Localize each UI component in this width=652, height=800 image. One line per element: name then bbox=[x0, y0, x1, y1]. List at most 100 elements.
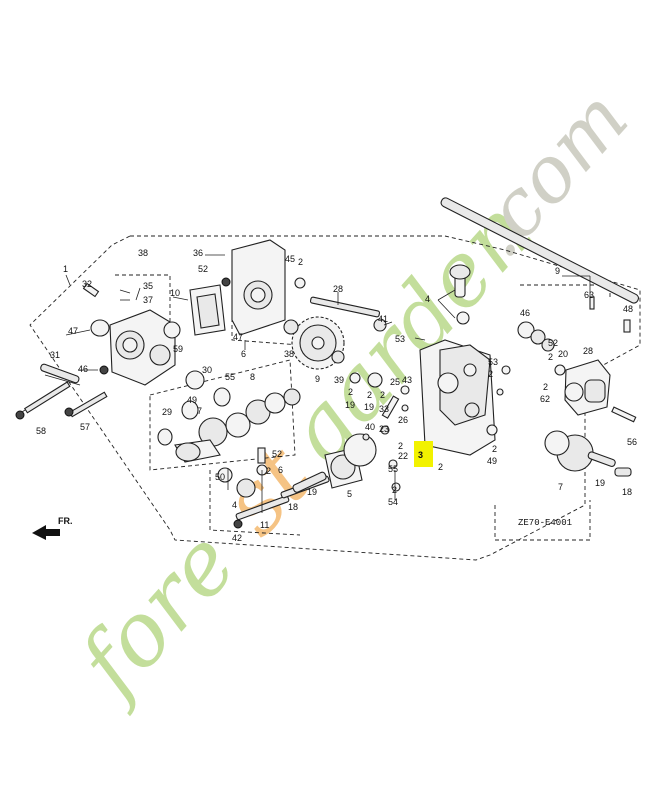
part-label: 46 bbox=[520, 308, 530, 318]
part-label: 2 bbox=[348, 387, 353, 397]
frame-outline-top bbox=[130, 235, 641, 447]
part-label: 9 bbox=[555, 266, 560, 276]
part-label: 54 bbox=[388, 497, 398, 507]
bolts-left bbox=[15, 282, 108, 420]
part-label: 26 bbox=[398, 415, 408, 425]
part-label: 49 bbox=[487, 456, 497, 466]
part-label: 22 bbox=[398, 451, 408, 461]
part-label: 33 bbox=[379, 404, 389, 414]
highlight-part-3 bbox=[414, 441, 433, 467]
part-label: 7 bbox=[197, 406, 202, 416]
part-label: 47 bbox=[233, 332, 243, 342]
part-label: 2 bbox=[367, 390, 372, 400]
watermark-part-fore: fore bbox=[55, 512, 256, 719]
bearing-stack bbox=[157, 370, 301, 463]
part-label: 38 bbox=[284, 349, 294, 359]
part-label: 6 bbox=[241, 349, 246, 359]
part-label: 31 bbox=[50, 350, 60, 360]
part-label: 20 bbox=[558, 349, 568, 359]
large-gear-9 bbox=[283, 277, 387, 370]
group-frame-7 bbox=[520, 284, 611, 300]
part-label: 23 bbox=[379, 424, 389, 434]
part-label-highlighted: 3 bbox=[418, 450, 423, 460]
part-label: 2 bbox=[398, 441, 403, 451]
part-label: 48 bbox=[623, 304, 633, 314]
part-label: 36 bbox=[193, 248, 203, 258]
part-label: 2 bbox=[392, 485, 397, 495]
long-shaft-7 bbox=[440, 197, 639, 304]
part-label: 35 bbox=[143, 281, 153, 291]
part-label: 53 bbox=[395, 334, 405, 344]
group-frame-13-14 bbox=[149, 359, 296, 471]
part-label: 55 bbox=[388, 464, 398, 474]
part-label: 2 bbox=[488, 369, 493, 379]
part-label: 6 bbox=[278, 465, 283, 475]
part-label: 28 bbox=[583, 346, 593, 356]
right-housing bbox=[400, 264, 511, 456]
part-label: 63 bbox=[584, 290, 594, 300]
part-label: 19 bbox=[345, 400, 355, 410]
cover-plates bbox=[189, 239, 286, 336]
part-label: 2 bbox=[266, 466, 271, 476]
part-label: 29 bbox=[162, 407, 172, 417]
part-label: 25 bbox=[390, 377, 400, 387]
pump-parts bbox=[292, 372, 401, 493]
group-frame-17 bbox=[209, 470, 301, 536]
part-label: 7 bbox=[558, 482, 563, 492]
part-label: 2 bbox=[298, 257, 303, 267]
leader-lines bbox=[65, 254, 591, 513]
part-label: 2 bbox=[543, 382, 548, 392]
part-labels: 1 32 38 35 37 10 36 52 47 59 31 46 58 57… bbox=[36, 248, 637, 543]
part-label: 43 bbox=[402, 375, 412, 385]
part-label: 4 bbox=[425, 294, 430, 304]
part-label: 19 bbox=[307, 487, 317, 497]
part-label: 39 bbox=[334, 375, 344, 385]
frame-outline-left bbox=[29, 235, 586, 561]
part-label: 2 bbox=[548, 352, 553, 362]
part-label: 32 bbox=[82, 279, 92, 289]
part-label: 56 bbox=[627, 437, 637, 447]
part-label: 62 bbox=[540, 394, 550, 404]
left-gearcase bbox=[90, 309, 181, 386]
part-label: 2 bbox=[438, 462, 443, 472]
part-label: 10 bbox=[170, 288, 180, 298]
part-label: 41 bbox=[378, 314, 388, 324]
part-label: 18 bbox=[622, 487, 632, 497]
part-label: 28 bbox=[333, 284, 343, 294]
part-label: 8 bbox=[250, 372, 255, 382]
part-label: 9 bbox=[315, 374, 320, 384]
part-label: 30 bbox=[202, 365, 212, 375]
part-label: 18 bbox=[288, 502, 298, 512]
part-label: 45 bbox=[285, 254, 295, 264]
part-label: 42 bbox=[232, 533, 242, 543]
part-label: 52 bbox=[272, 449, 282, 459]
part-label: 4 bbox=[232, 500, 237, 510]
part-label: 52 bbox=[548, 338, 558, 348]
part-label: 46 bbox=[78, 364, 88, 374]
part-label: 57 bbox=[80, 422, 90, 432]
diagram-code: ZE70-E4001 bbox=[518, 518, 572, 528]
part-label: 59 bbox=[173, 344, 183, 354]
front-arrow-icon bbox=[32, 525, 60, 540]
group-frame-5 bbox=[231, 318, 301, 346]
part-label: 47 bbox=[68, 326, 78, 336]
part-label: 53 bbox=[488, 357, 498, 367]
part-label: 52 bbox=[198, 264, 208, 274]
right-motor-parts bbox=[517, 296, 637, 477]
part-label: 1 bbox=[63, 264, 68, 274]
part-label: 2 bbox=[380, 390, 385, 400]
part-label: 50 bbox=[215, 472, 225, 482]
part-label: 38 bbox=[138, 248, 148, 258]
part-label: 11 bbox=[260, 520, 269, 530]
frame-code-box bbox=[494, 500, 591, 541]
front-label: FR. bbox=[58, 516, 73, 526]
part-label: 5 bbox=[347, 489, 352, 499]
part-label: 19 bbox=[364, 402, 374, 412]
part-label: 55 bbox=[225, 372, 235, 382]
part-label: 58 bbox=[36, 426, 46, 436]
part-label: 19 bbox=[595, 478, 605, 488]
part-label: 49 bbox=[187, 395, 197, 405]
part-label: 40 bbox=[365, 422, 375, 432]
part-label: 37 bbox=[143, 295, 153, 305]
